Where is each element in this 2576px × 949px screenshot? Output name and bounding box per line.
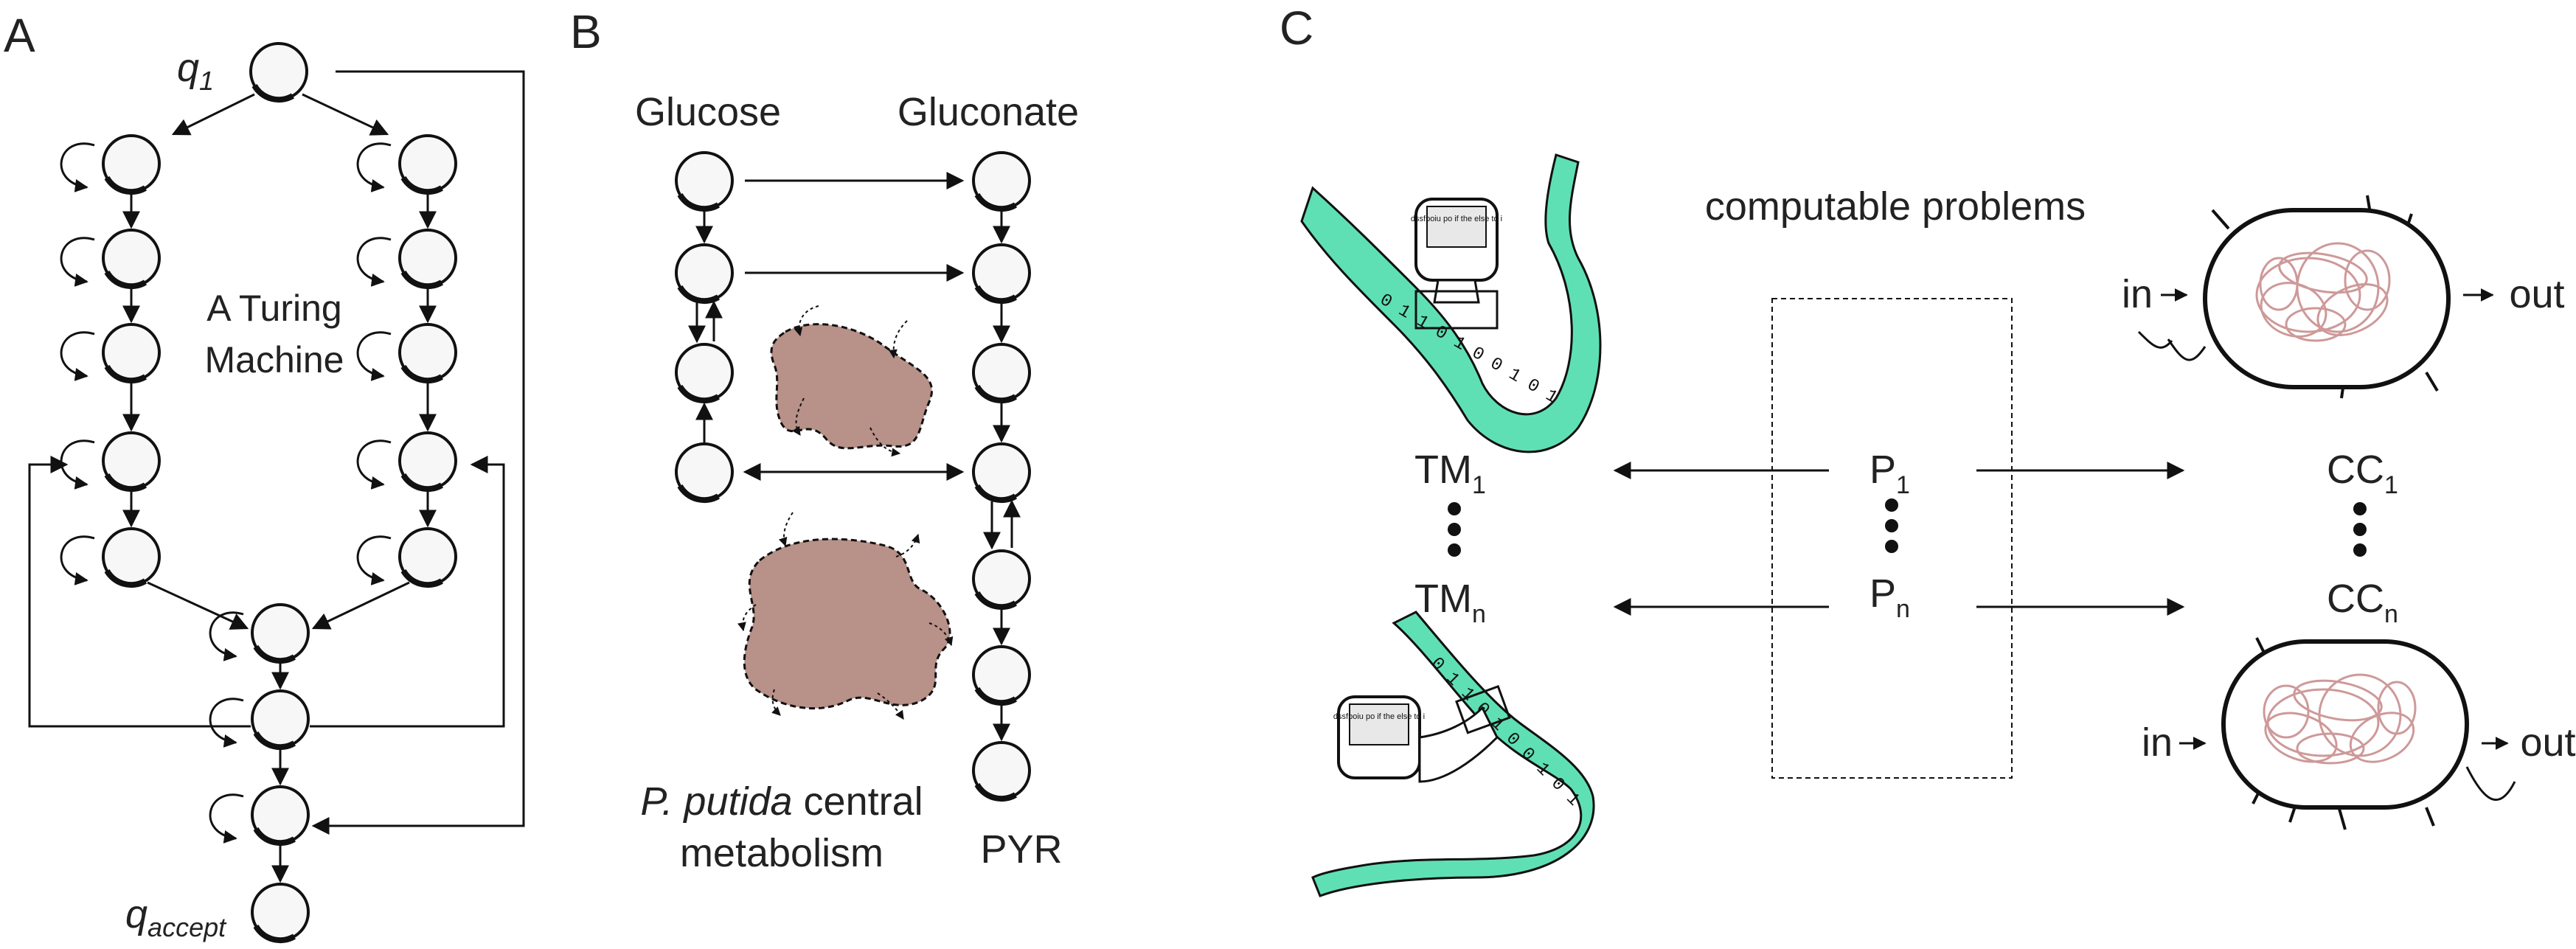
self-loop: [210, 795, 243, 838]
self-loop: [358, 333, 391, 376]
ellipsis-dot: [1448, 523, 1461, 536]
metabolite-node: [973, 444, 1030, 500]
bacterium-top: [2137, 195, 2451, 399]
pn-label: Pn: [1869, 571, 1910, 623]
panel-c-mappings: [1613, 462, 2185, 616]
self-loop: [61, 144, 94, 187]
p1-label: P1: [1869, 448, 1910, 499]
state-node: [252, 691, 308, 747]
pyr-label: PYR: [980, 827, 1062, 872]
self-loop: [61, 537, 94, 580]
cc1-label: CC1: [2327, 448, 2398, 499]
metabolite-node: [676, 245, 732, 301]
metabolite-node: [973, 344, 1030, 400]
state-node: [103, 136, 159, 192]
self-loop: [358, 441, 391, 484]
metabolite-node: [973, 551, 1030, 607]
self-loop: [358, 238, 391, 282]
problem-set-box: [1771, 298, 2013, 779]
panel-c: C computable problems 0 1 1 0 1 0 0 1 0 …: [1280, 1, 2576, 897]
panel-a-letter: A: [4, 9, 35, 62]
start-state-label: q1: [177, 46, 214, 96]
metabolite-node: [973, 647, 1030, 703]
metabolite-glucose: [676, 153, 732, 209]
state-node: [400, 433, 456, 489]
self-loop: [210, 699, 243, 743]
panel-b-reactions: [688, 172, 1021, 742]
input-label-bottom: in: [2142, 720, 2173, 765]
self-loop: [61, 441, 94, 484]
state-node: [103, 324, 159, 380]
computable-problems-label: computable problems: [1705, 184, 2086, 229]
self-loop: [358, 144, 391, 187]
glucose-label: Glucose: [635, 90, 781, 134]
ellipsis-dot: [1448, 543, 1461, 557]
metabolic-blob-large: [743, 538, 951, 710]
ccn-label: CCn: [2327, 577, 2398, 628]
gluconate-label: Gluconate: [898, 90, 1079, 134]
ellipsis-dot: [2353, 543, 2367, 557]
turing-label-line1: A Turing: [206, 288, 341, 329]
tmn-label: TMn: [1414, 577, 1486, 628]
input-label-top: in: [2122, 272, 2153, 316]
state-node: [400, 230, 456, 286]
state-node: [103, 230, 159, 286]
state-node: [252, 787, 308, 843]
tm1-label: TM1: [1414, 448, 1486, 499]
ellipsis-dot: [1885, 519, 1898, 532]
metabolite-node: [676, 444, 732, 500]
output-label-bottom: out: [2520, 720, 2575, 765]
state-node: [252, 605, 308, 661]
accept-state-label: qaccept: [125, 892, 227, 942]
ellipsis-dot: [1885, 540, 1898, 553]
metabolic-blob-small: [770, 323, 934, 450]
self-loop: [358, 537, 391, 580]
metabolite-node: [676, 344, 732, 400]
ellipsis-dot: [2353, 523, 2367, 536]
self-loop: [61, 238, 94, 282]
panel-b-letter: B: [570, 5, 602, 58]
state-q1: [251, 44, 307, 100]
state-node: [103, 433, 159, 489]
self-loop: [61, 333, 94, 376]
blob-flux-arrows: [737, 305, 954, 720]
caption-line1: P. putida central: [640, 779, 923, 824]
state-q-accept: [252, 884, 308, 940]
panel-c-letter: C: [1280, 1, 1313, 55]
caption-line2: metabolism: [680, 831, 883, 875]
state-node: [400, 136, 456, 192]
state-node: [400, 529, 456, 585]
ellipsis-dot: [1885, 498, 1898, 512]
panel-a-transitions: [28, 70, 525, 883]
panel-b: B Glucose Gluconate: [570, 5, 1079, 875]
turing-machine-illustration-bottom: 0 1 1 0 1 0 0 1 0 1 dssfpoiu po if the e…: [1311, 611, 1595, 897]
ellipsis-dot: [1448, 502, 1461, 515]
bacterium-bottom: [2221, 637, 2516, 830]
head-label-top: dssfpoiu po if the else to i: [1411, 215, 1502, 223]
turing-label-line2: Machine: [205, 339, 344, 380]
turing-machine-illustration-top: 0 1 1 0 1 0 0 1 0 1 dssfpoiu po if the e…: [1300, 153, 1602, 453]
metabolite-node: [973, 245, 1030, 301]
metabolite-gluconate: [973, 153, 1030, 209]
ellipsis-dot: [2353, 502, 2367, 515]
output-label-top: out: [2509, 272, 2564, 316]
state-node: [400, 324, 456, 380]
panel-a: A q1 qaccept A Tu: [4, 9, 525, 942]
state-node: [103, 529, 159, 585]
metabolite-pyr: [973, 743, 1030, 799]
head-label-bottom: dssfpoiu po if the else to i: [1333, 712, 1425, 721]
